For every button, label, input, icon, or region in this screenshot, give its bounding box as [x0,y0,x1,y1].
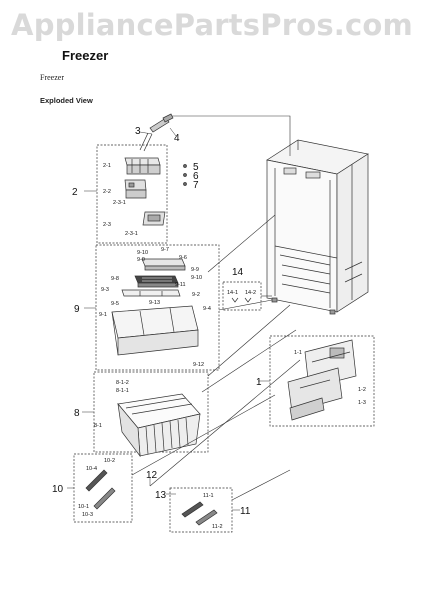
group-11-box [169,487,233,533]
part-14-clips [231,297,252,303]
part-8-1-basket [117,393,201,458]
callout-9-6: 9-6 [179,255,187,261]
callout-leaders [67,127,270,511]
callout-2: 2 [72,187,78,198]
callout-14-1: 14-1 [227,290,238,296]
callout-1-1: 1-1 [294,350,302,356]
callout-11-1: 11-1 [203,493,214,499]
callout-2-2: 2-2 [103,189,111,195]
part-11-rails [181,501,218,526]
callout-9-8: 9-8 [111,276,119,282]
part-1-2-panel [287,367,343,413]
part-9-9-tray [134,275,179,288]
callout-9-5: 9-5 [111,301,119,307]
callout-11: 11 [240,506,251,517]
callout-9: 9 [74,304,80,315]
callout-9-13: 9-13 [149,300,160,306]
part-2-1 [124,157,161,175]
callout-10-3: 10-3 [82,512,93,518]
callout-10-2: 10-2 [104,458,115,464]
callout-9-12: 9-12 [193,362,204,368]
callout-9-9a: 9-9 [137,257,145,263]
callout-14-2: 14-2 [245,290,256,296]
callout-8-1: 8-1 [94,423,102,429]
callout-14: 14 [232,267,244,278]
callout-6: 6 [193,171,199,182]
page-title: Freezer [62,48,109,63]
callout-10-1: 10-1 [78,504,89,510]
diagram-subtitle: Exploded View [40,96,93,105]
group-14-box [222,281,262,311]
part-1-3-cover [289,397,325,421]
callout-13: 13 [155,490,167,501]
group-9-box [95,244,220,371]
callout-8-1-1: 8-1-1 [116,388,129,394]
callout-3: 3 [135,126,141,137]
callout-2-3-1a: 2-3-1 [113,200,126,206]
callout-9-10a: 9-10 [137,250,148,256]
callout-1-3: 1-3 [358,400,366,406]
callout-9-3: 9-3 [101,287,109,293]
part-10-rails [85,469,116,510]
watermark: AppliancePartsPros.com [11,8,413,42]
callout-2-3-1b: 2-3-1 [125,231,138,237]
callout-4: 4 [174,133,180,144]
callout-5: 5 [193,162,199,173]
part-2-3 [142,211,166,226]
callout-1-2: 1-2 [358,387,366,393]
callout-9-10b: 9-10 [191,275,202,281]
part-2-2 [124,179,147,199]
callout-9-9b: 9-9 [191,267,199,273]
callout-labels: 3 4 5 6 7 2 2-1 2-2 2-3-1 2-3 2-3-1 9-10… [52,126,366,530]
callout-9-1: 9-1 [99,312,107,318]
section-label: Freezer [40,73,64,82]
screws-5-6-7 [183,164,187,186]
callout-7: 7 [193,180,199,191]
callout-8: 8 [74,408,80,419]
part-9-2-rail [121,289,181,297]
callout-2-1: 2-1 [103,163,111,169]
callout-12: 12 [146,470,158,481]
callout-8-1-2: 8-1-2 [116,380,129,386]
part-9-7-cover [141,258,186,271]
part-9-1-drawer [111,305,199,356]
callout-9-4: 9-4 [203,306,211,312]
callout-11-2: 11-2 [212,524,223,530]
callout-10: 10 [52,484,64,495]
callout-1: 1 [256,377,262,388]
group-2-box [96,144,168,244]
callout-9-11: 9-11 [175,282,186,288]
refrigerator-cabinet [266,139,369,315]
callout-9-2: 9-2 [192,292,200,298]
part-3-4-assembly [139,113,174,152]
connector-lines [131,115,301,501]
callout-10-4: 10-4 [86,466,97,472]
callout-2-3: 2-3 [103,222,111,228]
callout-9-7: 9-7 [161,247,169,253]
